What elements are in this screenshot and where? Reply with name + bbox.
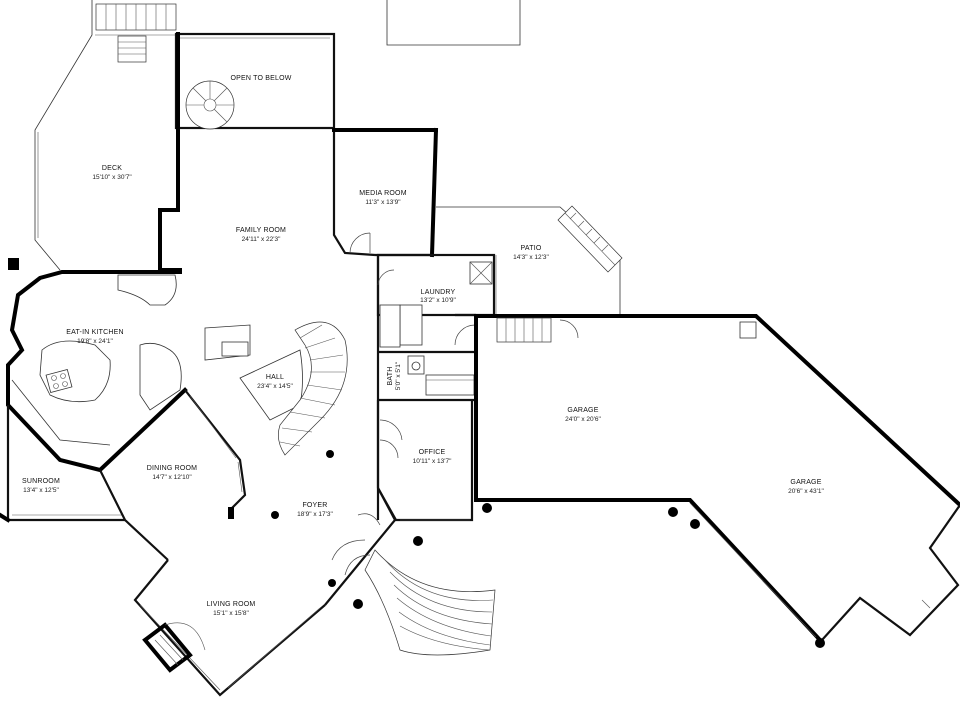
foyer-name: FOYER [302,502,327,509]
family-room-dim: 24'11" x 22'3" [242,236,281,243]
deck-stairs-top [95,3,177,31]
eat-in-kitchen-name: EAT-IN KITCHEN [66,329,124,336]
bath-dim: 5'0" x 5'1" [395,361,402,390]
patio-area [436,205,623,315]
garage-1-name: GARAGE [567,407,598,414]
media-room-dim: 11'3" x 13'9" [365,199,401,206]
family-room-name: FAMILY ROOM [236,227,286,234]
columns [271,450,825,648]
room-label-foyer: FOYER 18'9" x 17'3" [297,502,333,518]
room-label-patio: PATIO 14'3" x 12'3" [513,245,549,261]
patio-dim: 14'3" x 12'3" [513,254,549,261]
spiral-stair [185,80,235,130]
fireplace [142,622,206,673]
deck-name: DECK [102,165,122,172]
foyer-living-walls [133,487,397,697]
hall-stair [204,321,348,456]
room-label-media-room: MEDIA ROOM 11'3" x 13'9" [359,190,407,206]
media-room-name: MEDIA ROOM [359,190,407,197]
room-label-laundry: LAUNDRY 13'2" x 10'9" [420,289,456,304]
garage-2-name: GARAGE [790,479,821,486]
room-label-office: OFFICE 10'11" x 13'7" [413,449,452,465]
deck-area [34,0,178,271]
room-label-family-room: FAMILY ROOM 24'11" x 22'3" [236,227,286,243]
laundry-name: LAUNDRY [421,289,456,296]
garage-walls [474,314,960,643]
room-label-living-room: LIVING ROOM 15'1" x 15'8" [207,601,256,617]
entry-steps [364,549,496,656]
bath-name: BATH [387,367,394,386]
garage-1-dim: 24'0" x 20'6" [565,416,601,423]
garage-stairs [496,317,552,343]
hall-dim: 23'4" x 14'5" [257,383,293,390]
room-label-eat-in-kitchen: EAT-IN KITCHEN 19'8" x 24'1" [66,329,124,345]
eat-in-kitchen-dim: 19'8" x 24'1" [77,338,113,345]
room-label-garage-2: GARAGE 20'6" x 43'1" [788,479,824,495]
room-label-deck: DECK 15'10" x 30'7" [92,165,132,181]
room-label-sunroom: SUNROOM 13'4" x 12'5" [22,478,60,494]
room-label-dining-room: DINING ROOM 14'7" x 12'10" [147,465,197,481]
dining-room-walls [99,389,247,561]
room-label-bath: BATH 5'0" x 5'1" [387,361,402,390]
office-name: OFFICE [419,449,446,456]
living-room-dim: 15'1" x 15'8" [213,610,249,617]
room-label-garage-1: GARAGE 24'0" x 20'6" [565,407,601,423]
laundry-dim: 13'2" x 10'9" [420,297,456,304]
patio-name: PATIO [521,245,542,252]
room-label-hall: HALL 23'4" x 14'5" [257,374,293,390]
deck-dim: 15'10" x 30'7" [92,174,132,181]
dining-room-dim: 14'7" x 12'10" [152,474,192,481]
garage-2-dim: 20'6" x 43'1" [788,488,824,495]
foyer-dim: 18'9" x 17'3" [297,511,333,518]
family-room-walls [158,32,439,272]
sunroom-name: SUNROOM [22,478,60,485]
sunroom-dim: 13'4" x 12'5" [23,487,59,494]
kitchen-walls [6,258,188,473]
deck-stairs-landing [117,35,147,63]
upper-structure-outline [386,0,521,46]
laundry-block [376,253,496,520]
patio-stairs [557,205,623,273]
office-dim: 10'11" x 13'7" [413,458,452,465]
sunroom-walls [0,405,125,523]
hall-name: HALL [266,374,284,381]
room-label-open-to-below: OPEN TO BELOW [230,75,291,82]
open-to-below-name: OPEN TO BELOW [230,75,291,82]
living-room-name: LIVING ROOM [207,601,256,608]
dining-room-name: DINING ROOM [147,465,197,472]
